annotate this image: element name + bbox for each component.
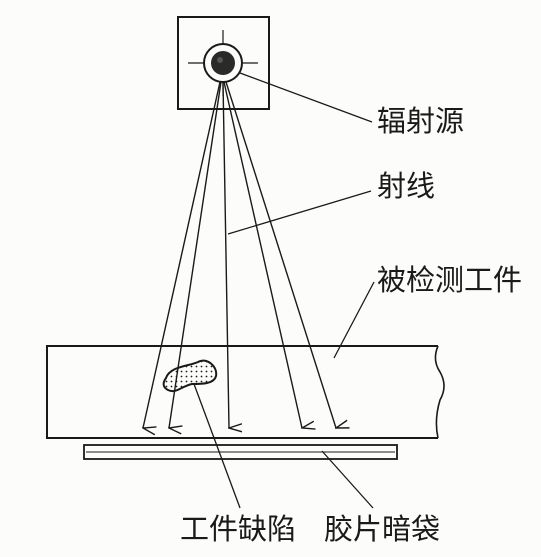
- ray-bundle: [143, 81, 336, 428]
- label-workpiece: 被检测工件: [377, 263, 523, 297]
- label-defect: 工件缺陷: [180, 512, 297, 546]
- leader-workpiece: [333, 281, 375, 359]
- ray-1: [143, 81, 221, 428]
- leader-source: [239, 72, 373, 123]
- source-core: [211, 51, 235, 75]
- label-film: 胶片暗袋: [324, 512, 441, 546]
- workpiece-defect: [162, 359, 218, 393]
- leader-film: [321, 450, 374, 509]
- ray-4: [223, 81, 302, 428]
- ray-5: [225, 81, 336, 428]
- leader-lines: [193, 72, 375, 509]
- leader-rays: [227, 190, 372, 235]
- ray-2: [169, 81, 222, 428]
- film-cassette: [83, 444, 398, 460]
- label-rays: 射线: [377, 169, 436, 203]
- label-radiation-source: 辐射源: [377, 104, 465, 138]
- workpiece-block: [46, 345, 445, 439]
- ray-3: [222, 81, 229, 428]
- leader-defect: [193, 383, 241, 509]
